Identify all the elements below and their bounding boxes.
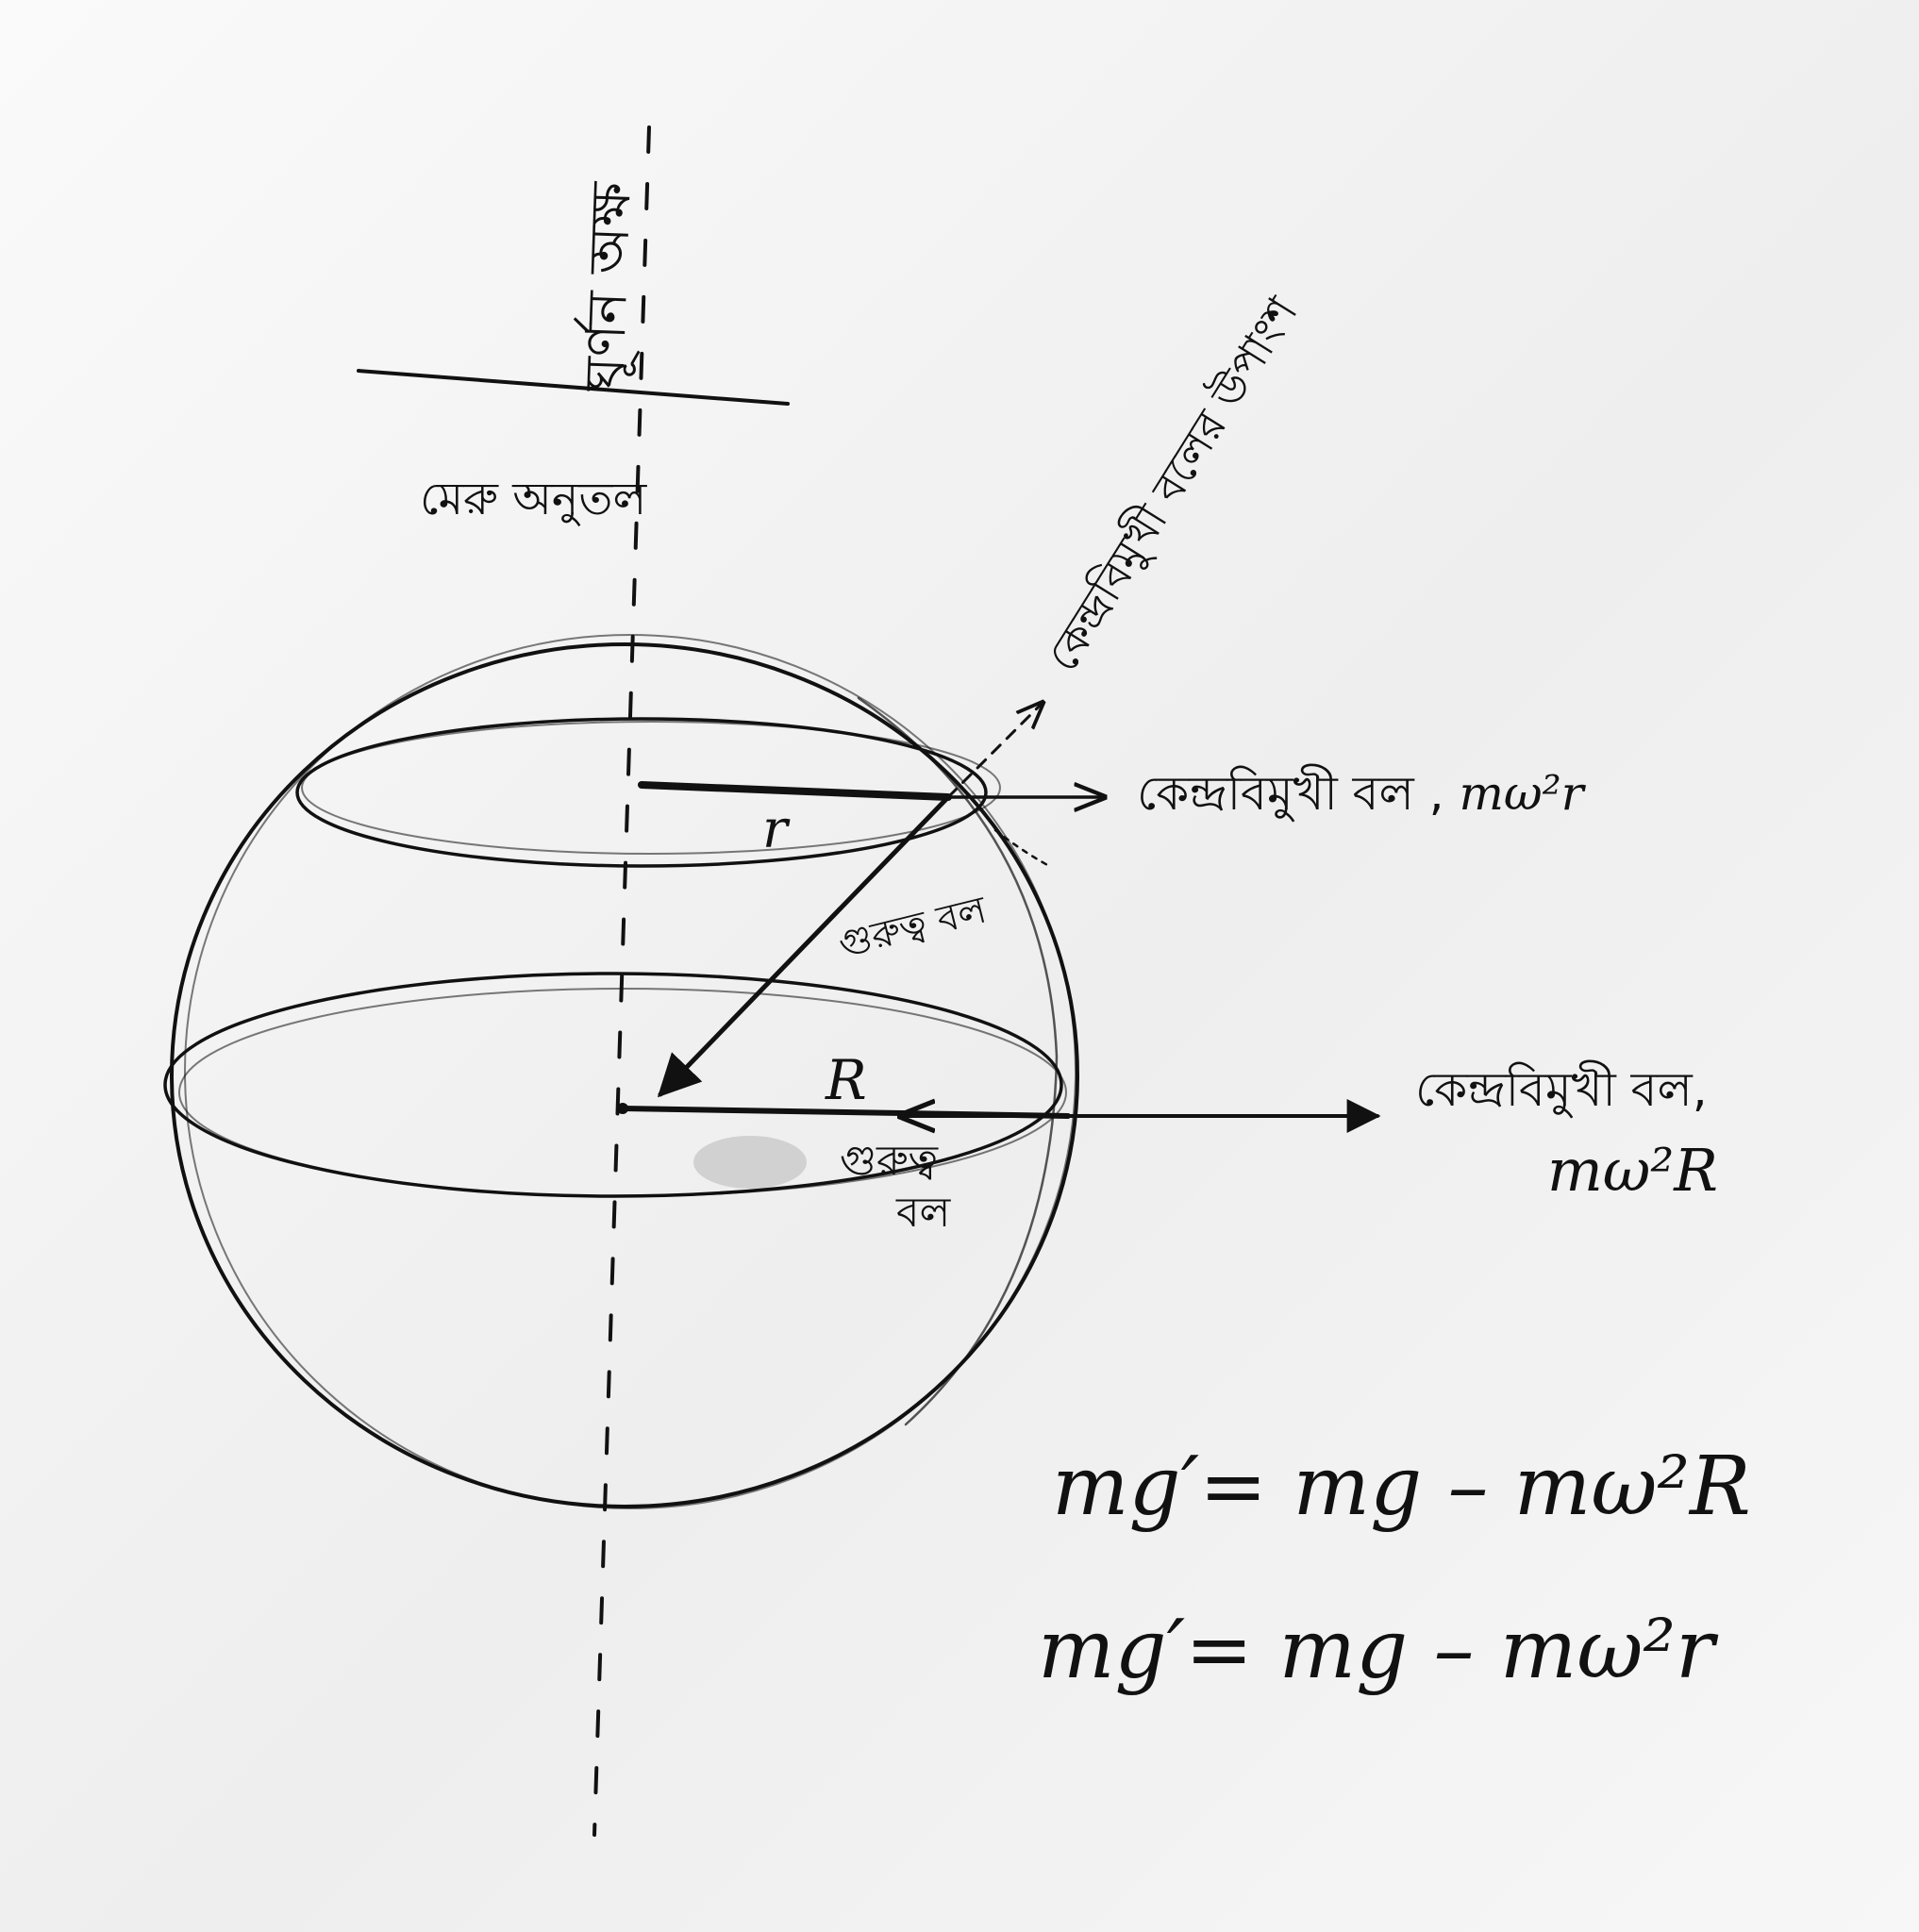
smudge (693, 1136, 807, 1189)
gravity-force-equator-label-1: গুরুত্ব (840, 1137, 939, 1185)
gravity-force-latitude-label: গুরুত্ব বল (834, 888, 992, 966)
latitude-radius-r (638, 781, 952, 801)
rotation-axis-label: ঘূর্ণন অক্ষ (571, 180, 645, 393)
latitude-circle (295, 717, 1001, 868)
equator-circle (163, 972, 1067, 1198)
earth-center (617, 1103, 628, 1114)
rotation-axis-line (592, 125, 651, 1837)
big-r-label: R (825, 1048, 867, 1112)
centrifugal-force-latitude-label: কেন্দ্রবিমুখী বল , mω²r (1137, 763, 1587, 822)
centrifugal-component-arrow (946, 703, 1043, 799)
centrifugal-force-equator-label: কেন্দ্রবিমুখী বল, (1415, 1059, 1708, 1118)
comma: , (1429, 766, 1460, 821)
centrifugal-force-latitude-expr: mω²r (1459, 766, 1586, 821)
centrifugal-force-latitude-text: কেন্দ্রবিমুখী বল (1137, 763, 1414, 822)
small-r-label: r (762, 799, 791, 860)
gravity-force-equator-label-2: বল (895, 1189, 951, 1237)
centrifugal-component-label: কেন্দ্রবিমুখী বলের উপাংশ (1035, 287, 1310, 681)
angle-marker (993, 828, 1051, 868)
equation-equator: mg′= mg – mω²R (1052, 1440, 1751, 1534)
polar-plane-line (357, 369, 790, 406)
gravity-force-latitude-arrow (657, 794, 951, 1098)
earth-sphere (170, 634, 1079, 1509)
centrifugal-force-equator-expr: mω²R (1547, 1136, 1718, 1205)
polar-plane-label: মেরু অনুতল (420, 473, 647, 526)
equation-latitude: mg′= mg – mω²r (1038, 1603, 1719, 1697)
